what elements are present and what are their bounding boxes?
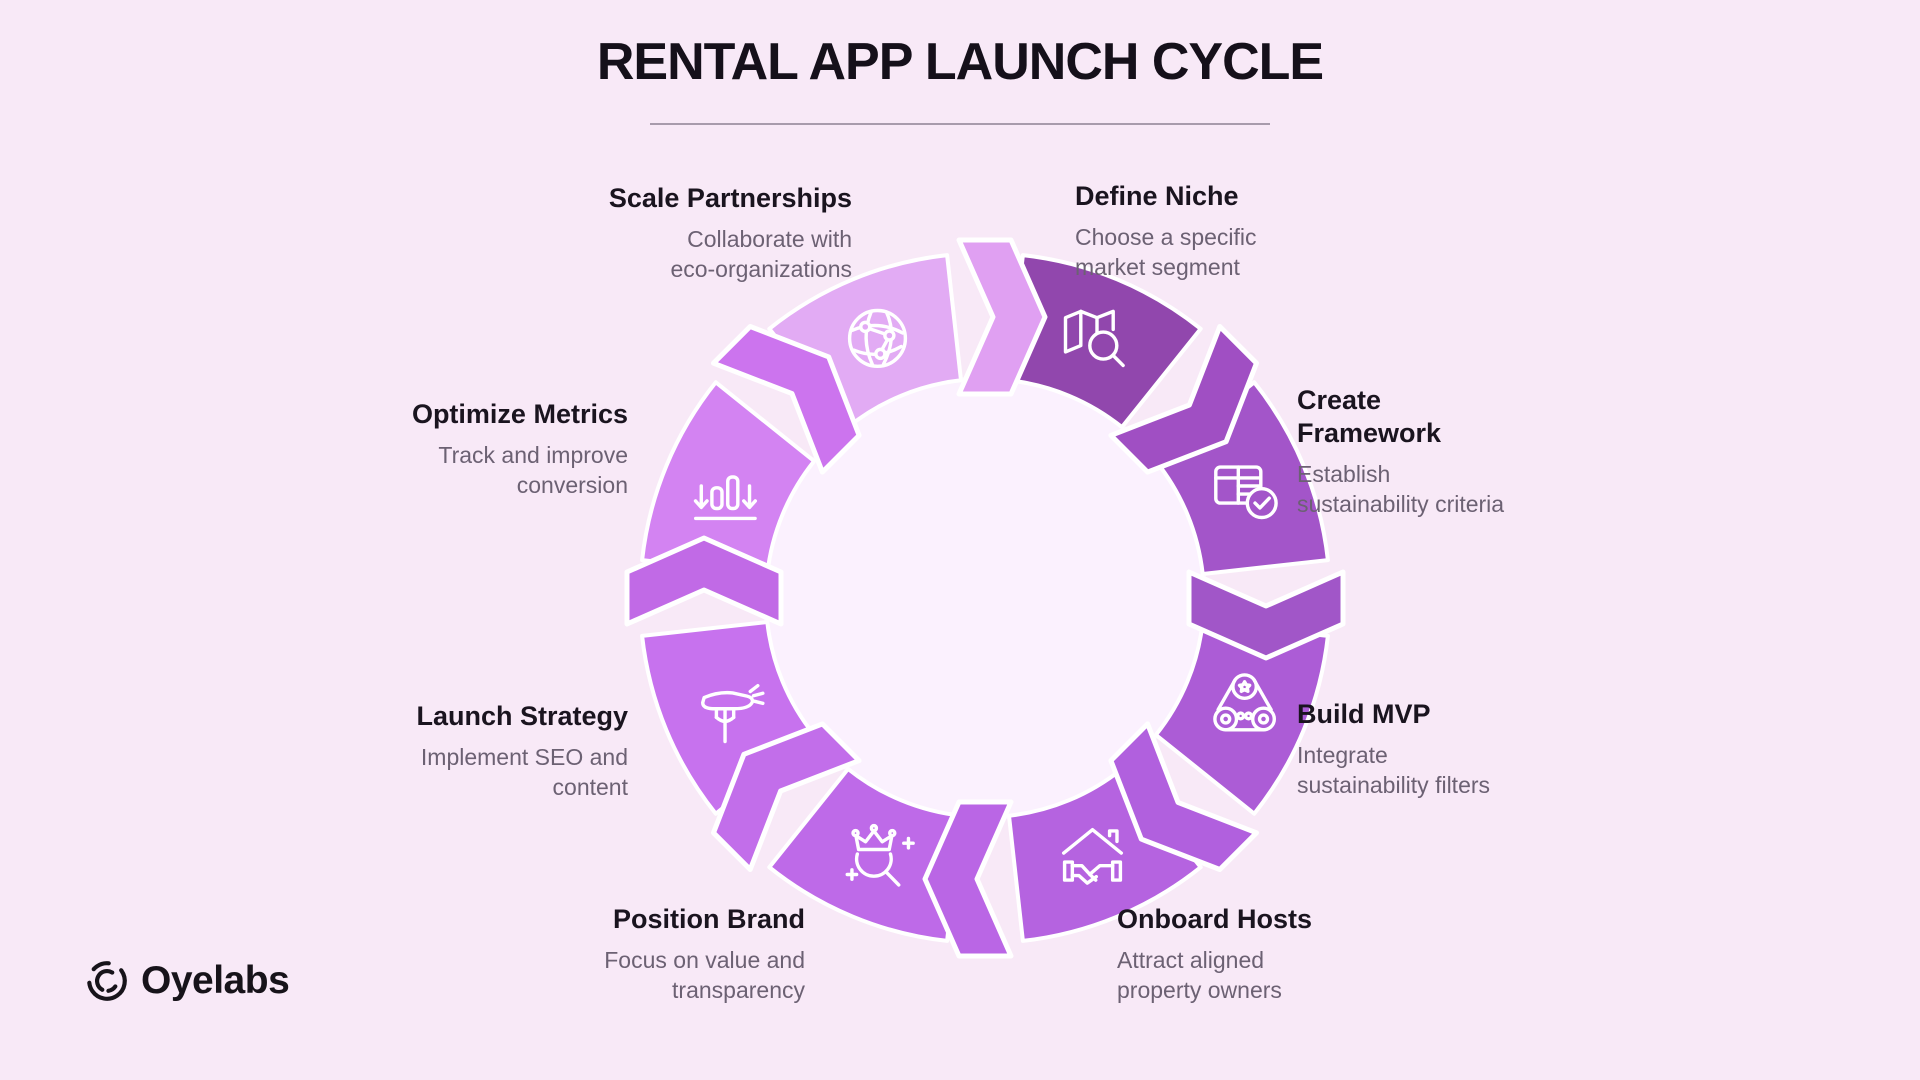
segment-position-brand	[767, 766, 963, 943]
crown-search-icon	[845, 823, 915, 887]
step-label-launch-strategy: Launch Strategy Implement SEO and conten…	[416, 700, 628, 803]
step-title: Position Brand	[612, 904, 805, 934]
globe-network-icon	[847, 308, 908, 369]
step-description: Attract aligned property owners	[1117, 946, 1282, 1004]
step-title: Define Niche	[1075, 181, 1239, 211]
brand-name: Oyelabs	[141, 959, 290, 1002]
connector-arrow-bottom-right	[1108, 721, 1259, 872]
step-title: Create Framework	[1297, 385, 1442, 448]
belt-pulley-icon	[1213, 673, 1277, 732]
connector-arrow-top	[956, 237, 1048, 397]
segment-define-niche	[1007, 253, 1203, 430]
step-title: Build MVP	[1297, 699, 1431, 729]
step-description: Integrate sustainability filters	[1297, 741, 1491, 799]
step-description: Establish sustainability criteria	[1297, 460, 1505, 518]
connector-arrow-top-right	[1108, 324, 1259, 475]
step-title: Launch Strategy	[416, 701, 628, 731]
step-title: Scale Partnerships	[608, 183, 852, 213]
step-label-onboard-hosts: Onboard Hosts Attract aligned property o…	[1117, 903, 1312, 1006]
house-handshake-icon	[1061, 827, 1124, 885]
connector-arrow-top-left	[711, 324, 862, 475]
step-label-scale-partnerships: Scale Partnerships Collaborate with eco-…	[609, 182, 852, 285]
oyelabs-logo-icon	[87, 961, 127, 1001]
cycle-inner-circle	[763, 376, 1207, 820]
step-description: Implement SEO and content	[420, 743, 628, 801]
carrot-fork-icon	[701, 683, 765, 744]
connector-arrow-bottom	[922, 799, 1014, 959]
step-description: Collaborate with eco-organizations	[670, 225, 852, 283]
step-description: Focus on value and transparency	[604, 946, 805, 1004]
brand-logo: Oyelabs	[84, 958, 290, 1004]
step-title: Onboard Hosts	[1117, 904, 1313, 934]
step-description: Choose a specific market segment	[1075, 223, 1257, 281]
title-underline	[650, 123, 1270, 125]
step-title: Optimize Metrics	[411, 399, 628, 429]
step-label-optimize-metrics: Optimize Metrics Track and improve conve…	[412, 398, 628, 501]
step-label-build-mvp: Build MVP Integrate sustainability filte…	[1297, 698, 1490, 801]
step-label-position-brand: Position Brand Focus on value and transp…	[604, 903, 805, 1006]
chart-decrease-icon	[693, 475, 757, 521]
step-description: Track and improve conversion	[438, 441, 628, 499]
connector-arrow-bottom-left	[711, 721, 862, 872]
step-label-create-framework: Create Framework Establish sustainabilit…	[1297, 384, 1504, 520]
map-search-icon	[1063, 309, 1125, 368]
step-label-define-niche: Define Niche Choose a specific market se…	[1075, 180, 1257, 283]
page-title: RENTAL APP LAUNCH CYCLE	[596, 33, 1324, 91]
connector-arrow-right	[1186, 569, 1346, 661]
connector-arrow-left	[624, 535, 784, 627]
table-check-icon	[1214, 465, 1278, 520]
